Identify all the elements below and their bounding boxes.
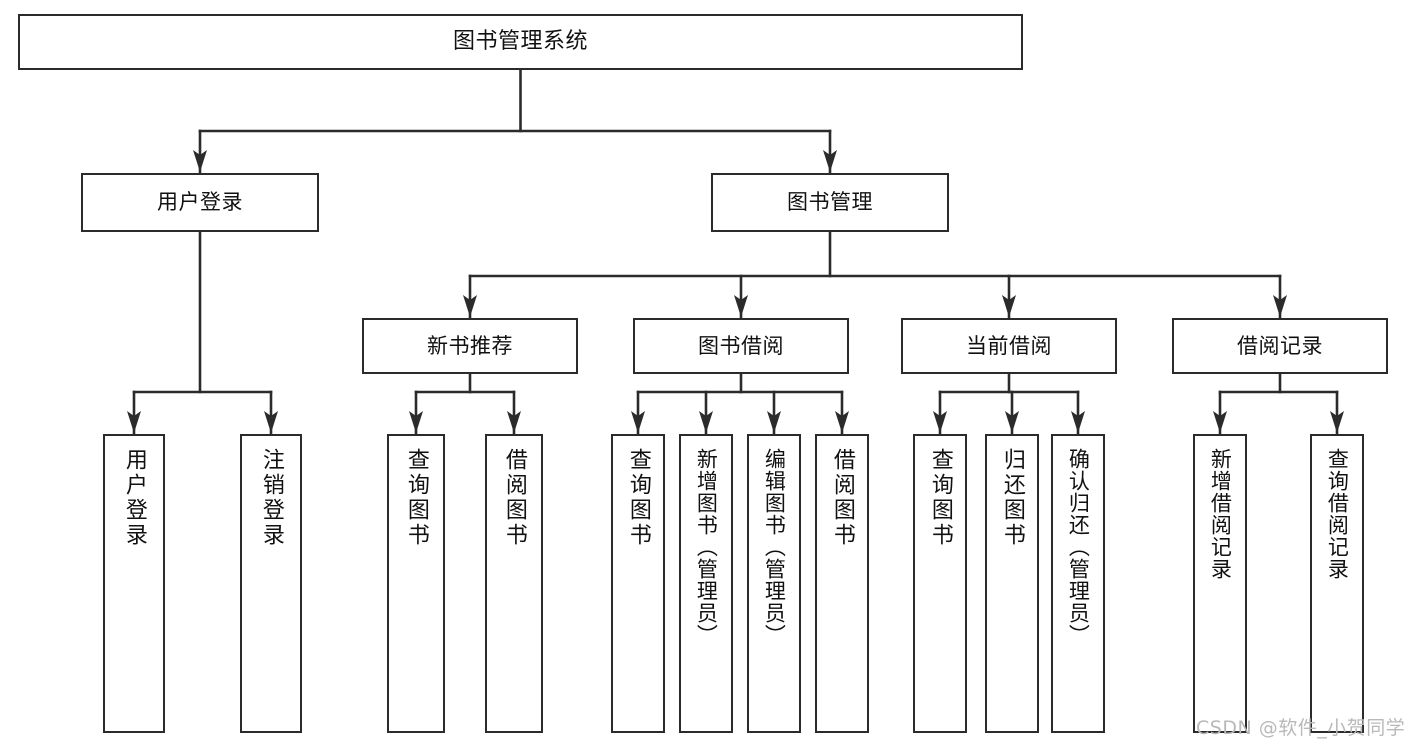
node-label: 确认归还（管理员）	[1066, 448, 1091, 646]
connector-arrowhead	[127, 411, 141, 433]
connector-arrowhead	[1213, 411, 1227, 433]
node-bb-add: 新增图书（管理员）	[679, 434, 733, 733]
node-label: 查询借阅记录	[1325, 448, 1350, 580]
node-newbook: 新书推荐	[362, 318, 578, 374]
node-label: 借阅图书	[829, 448, 855, 548]
connector-arrowhead	[507, 411, 521, 433]
node-label: 新书推荐	[427, 333, 513, 358]
node-label: 查询图书	[403, 448, 429, 548]
connector-arrowhead	[933, 411, 947, 433]
connector-arrowhead	[1005, 411, 1019, 433]
node-cur-confirm: 确认归还（管理员）	[1051, 434, 1105, 733]
node-cur-query: 查询图书	[913, 434, 967, 733]
connector-arrowhead	[1273, 295, 1287, 317]
node-label: 查询图书	[625, 448, 651, 548]
node-label: 注销登录	[258, 448, 284, 548]
connector-arrowhead	[767, 411, 781, 433]
connector-arrowhead	[193, 150, 207, 172]
connector-arrowhead	[463, 295, 477, 317]
node-label: 编辑图书（管理员）	[762, 448, 787, 646]
node-label: 新增图书（管理员）	[694, 448, 719, 646]
node-label: 图书管理	[787, 190, 873, 215]
node-label: 当前借阅	[966, 333, 1052, 358]
node-root: 图书管理系统	[18, 14, 1023, 70]
connector-arrowhead	[1002, 295, 1016, 317]
connector-arrowhead	[409, 411, 423, 433]
node-label: 图书借阅	[698, 333, 784, 358]
node-nb-query: 查询图书	[387, 434, 445, 733]
node-bb-edit: 编辑图书（管理员）	[747, 434, 801, 733]
node-label: 借阅图书	[501, 448, 527, 548]
node-bb-query: 查询图书	[611, 434, 665, 733]
node-cur-return: 归还图书	[985, 434, 1039, 733]
node-label: 查询图书	[927, 448, 953, 548]
connector-arrowhead	[823, 150, 837, 172]
node-login-out: 注销登录	[240, 434, 302, 733]
node-current: 当前借阅	[901, 318, 1117, 374]
connector-arrowhead	[1330, 411, 1344, 433]
node-nb-borrow: 借阅图书	[485, 434, 543, 733]
connector-arrowhead	[264, 411, 278, 433]
watermark: CSDN @软件_小贺同学	[1196, 717, 1405, 739]
node-label: 新增借阅记录	[1208, 448, 1233, 580]
node-label: 用户登录	[121, 448, 147, 548]
connector-arrowhead	[699, 411, 713, 433]
connector-arrowhead	[835, 411, 849, 433]
connector-arrowhead	[631, 411, 645, 433]
node-label: 归还图书	[999, 448, 1025, 548]
node-bb-borrow: 借阅图书	[815, 434, 869, 733]
node-login-in: 用户登录	[103, 434, 165, 733]
node-bookmgmt: 图书管理	[711, 173, 949, 232]
node-rec-query: 查询借阅记录	[1310, 434, 1364, 733]
node-login: 用户登录	[81, 173, 319, 232]
connector-arrowhead	[734, 295, 748, 317]
node-rec-add: 新增借阅记录	[1193, 434, 1247, 733]
connector-arrowhead	[1071, 411, 1085, 433]
node-label: 用户登录	[157, 190, 243, 215]
node-records: 借阅记录	[1172, 318, 1388, 374]
node-borrowbook: 图书借阅	[633, 318, 849, 374]
node-label: 图书管理系统	[452, 29, 588, 55]
node-label: 借阅记录	[1237, 333, 1323, 358]
